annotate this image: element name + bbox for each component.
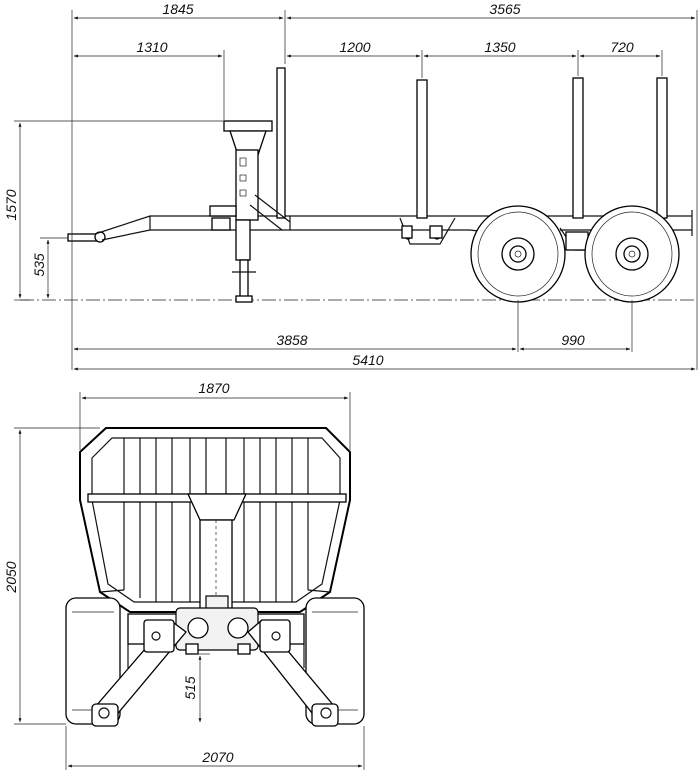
dim-stake-spacing-1: 1200 — [339, 39, 370, 55]
dim-total-length: 5410 — [352, 352, 383, 368]
dim-axle-distance: 3858 — [276, 332, 307, 348]
dim-stake-spacing-3: 720 — [610, 39, 634, 55]
side-dimension-lines — [18, 16, 696, 371]
rear-wheel — [584, 205, 680, 303]
rear-view: 1870 2050 515 2070 — [3, 380, 365, 770]
front-wheel — [470, 205, 566, 303]
side-extension-lines — [14, 10, 698, 370]
crane-column — [209, 67, 291, 231]
dim-height: 1570 — [3, 189, 19, 220]
rear-dimension-lines — [18, 396, 363, 768]
dim-hitch-height: 535 — [31, 253, 47, 277]
dim-stake-spacing-2: 1350 — [484, 39, 515, 55]
outrigger-legs — [91, 619, 339, 727]
dim-overall-rear: 3565 — [489, 1, 520, 17]
support-leg — [232, 219, 256, 303]
dim-ground-clearance: 515 — [182, 676, 198, 700]
dim-crane-offset: 1310 — [136, 39, 167, 55]
dim-bunk-width: 1870 — [198, 380, 229, 396]
dim-rear-height: 2050 — [3, 561, 19, 593]
rear-extension-lines — [14, 392, 365, 770]
dim-total-width: 2070 — [201, 749, 233, 765]
dim-overall-front: 1845 — [162, 1, 193, 17]
side-view: 1845 3565 1310 1200 1350 720 1570 535 38… — [3, 1, 698, 371]
rear-crane-column — [186, 493, 248, 615]
stakes — [416, 77, 668, 219]
dim-wheelbase: 990 — [561, 332, 585, 348]
